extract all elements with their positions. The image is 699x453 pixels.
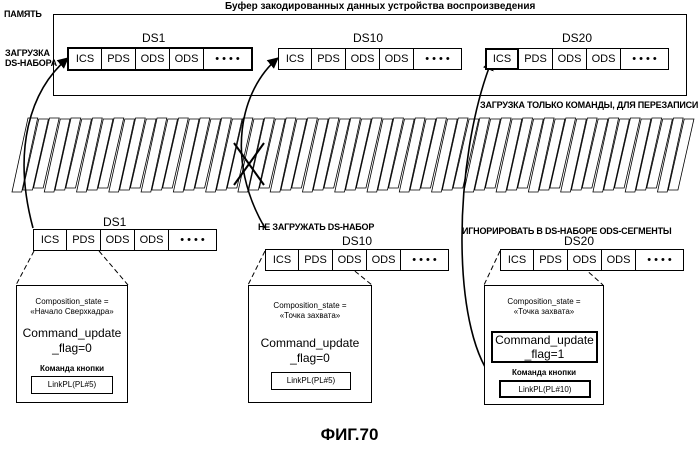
ics-segment: ICS [33,229,67,251]
composition-state-value: «Точка захвата» [485,306,603,317]
buffer-ds10-title: DS10 [353,31,383,45]
more-segments: • • • • [621,48,669,70]
ics-segment: ICS [265,249,299,271]
ods-segment: ODS [136,48,170,70]
stream-ds10-row: ICS PDS ODS ODS • • • • [265,249,449,271]
ods-segment: ODS [602,249,636,271]
ods-segment: ODS [170,48,204,70]
more-segments: • • • • [636,249,684,271]
ods-segment: ODS [101,229,135,251]
ods-segment: ODS [568,249,602,271]
stream-ds10-title: DS10 [342,234,372,248]
command-update-flag-line1: Command_update [17,326,127,340]
ics-detail-panel-ds20: Composition_state = «Точка захвата» Comm… [484,285,604,405]
ods-segment: ODS [135,229,169,251]
command-update-flag-box: Command_update _flag=1 [491,331,598,363]
stream-ds20-row: ICS PDS ODS ODS • • • • [500,249,684,271]
pds-segment: PDS [534,249,568,271]
buffer-ds1-row: ICS PDS ODS ODS • • • • [68,48,252,70]
memory-label: ПАМЯТЬ [4,9,42,19]
more-segments: • • • • [169,229,217,251]
button-command-label: Команда кнопки [485,368,603,377]
ods-segment: ODS [587,48,621,70]
ics-segment: ICS [68,48,102,70]
composition-state-value: «Точка захвата» [249,310,371,321]
ics-segment: ICS [500,249,534,271]
button-command-label: Команда кнопки [17,364,127,373]
ics-detail-panel-ds1: Composition_state = «Начало Сверхкадра» … [16,285,128,403]
pds-segment: PDS [67,229,101,251]
load-command-only-label: ЗАГРУЗКА ТОЛЬКО КОМАНДЫ, ДЛЯ ПЕРЕЗАПИСИ [480,100,698,110]
ods-segment: ODS [380,48,414,70]
pds-segment: PDS [299,249,333,271]
buffer-ds20-row: ICS PDS ODS ODS • • • • [485,48,669,70]
command-update-flag-line1: Command_update [249,336,371,350]
ods-segment: ODS [553,48,587,70]
pds-segment: PDS [102,48,136,70]
no-load-label: НЕ ЗАГРУЖАТЬ DS-НАБОР [258,222,374,232]
buffer-ds20-title: DS20 [562,31,592,45]
stream-ds1-row: ICS PDS ODS ODS • • • • [33,229,217,251]
ics-detail-panel-ds10: Composition_state = «Точка захвата» Comm… [248,285,372,403]
command-update-flag-line2: _flag=1 [493,347,596,361]
pds-segment: PDS [519,48,553,70]
stream-ds1-title: DS1 [103,215,126,229]
composition-state-value: «Начало Сверхкадра» [17,306,127,317]
load-ds-label-line1: ЗАГРУЗКА [5,48,50,58]
ods-segment: ODS [333,249,367,271]
ics-segment: ICS [485,48,519,70]
buffer-title: Буфер закодированных данных устройства в… [225,1,535,12]
link-pl-command: LinkPL(PL#10) [499,380,591,398]
command-update-flag-line2: _flag=0 [249,351,371,365]
ics-segment: ICS [278,48,312,70]
link-pl-command: LinkPL(PL#5) [31,376,113,394]
buffer-ds10-row: ICS PDS ODS ODS • • • • [278,48,462,70]
ods-segment: ODS [367,249,401,271]
buffer-ds1-title: DS1 [142,31,165,45]
pds-segment: PDS [312,48,346,70]
figure-caption: ФИГ.70 [0,425,699,445]
link-pl-command: LinkPL(PL#5) [271,372,351,390]
command-update-flag-line1: Command_update [493,333,596,347]
ods-segment: ODS [346,48,380,70]
stream-ds20-title: DS20 [564,234,594,248]
stream-slices [12,118,694,192]
load-ds-label-line2: DS-НАБОРА [5,58,57,68]
more-segments: • • • • [414,48,462,70]
more-segments: • • • • [401,249,449,271]
more-segments: • • • • [204,48,252,70]
command-update-flag-line2: _flag=0 [17,341,127,355]
